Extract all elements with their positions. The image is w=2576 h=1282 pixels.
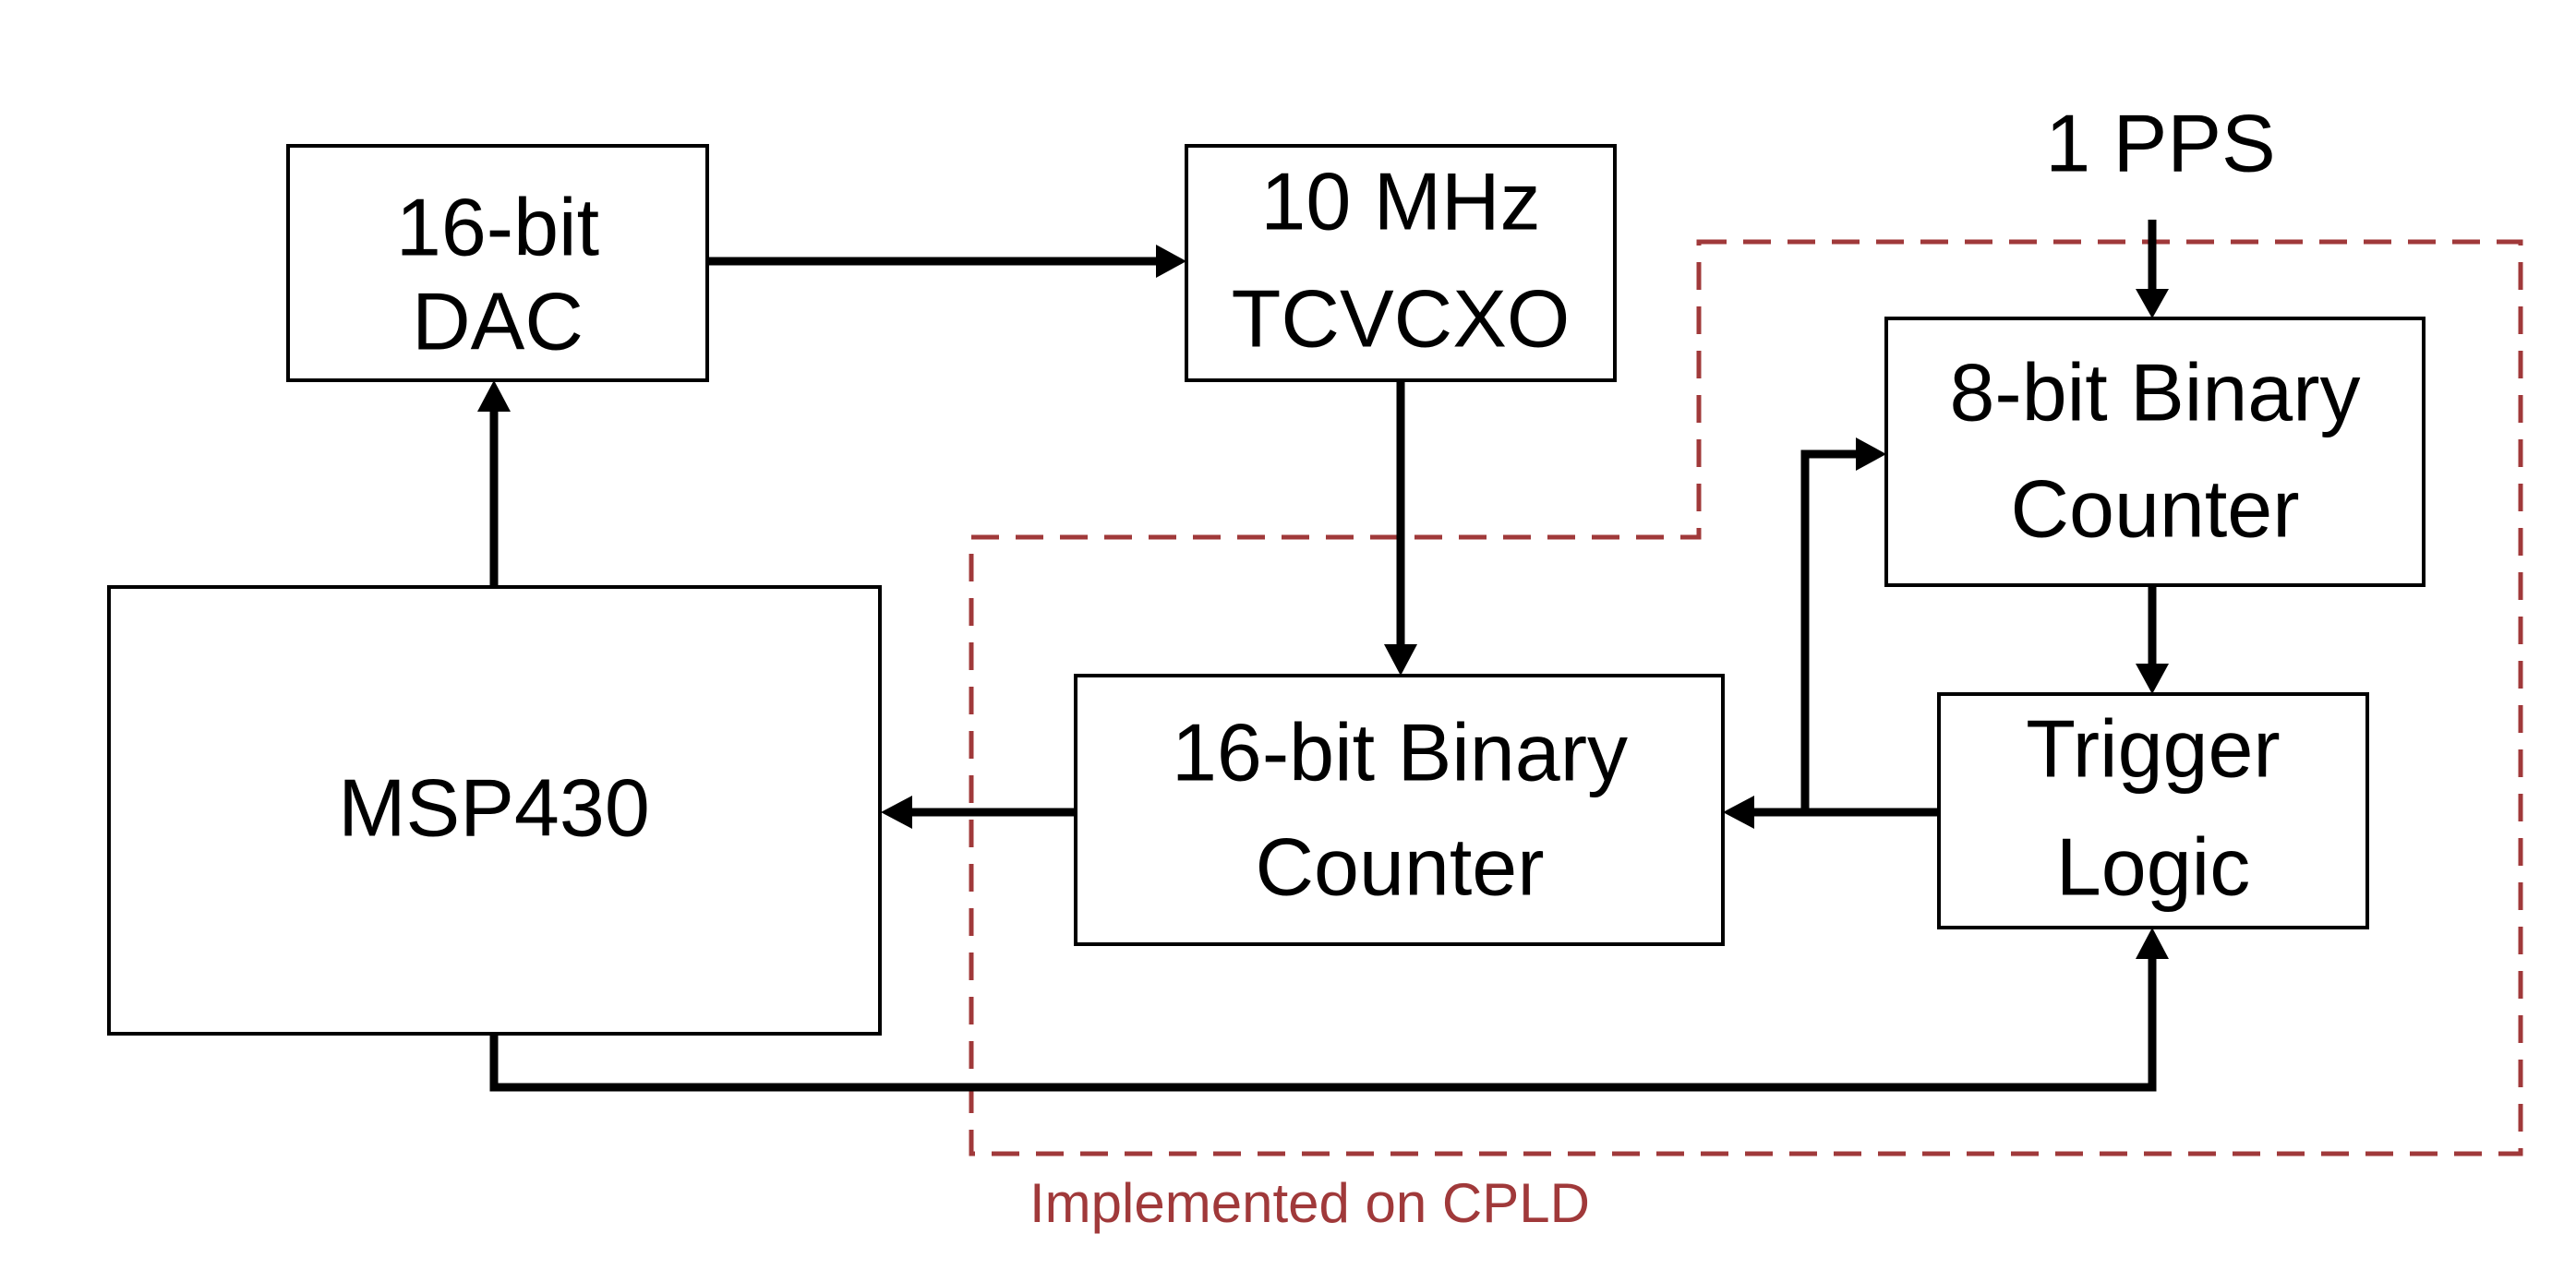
tcvcxo-label-line2: TCVCXO: [1232, 272, 1571, 364]
counter8-label-line1: 8-bit Binary: [1949, 346, 2360, 437]
arrowhead-trigger-top: [2136, 664, 2169, 694]
arrowhead-counter16-top: [1384, 644, 1417, 676]
tcvcxo-block: 10 MHz TCVCXO: [1185, 144, 1617, 382]
trigger-box: [1937, 692, 2369, 929]
tcvcxo-label-line1: 10 MHz: [1260, 155, 1540, 246]
counter8-box: [1884, 317, 2426, 587]
trigger-label-line2: Logic: [2056, 821, 2250, 912]
counter8-block: 8-bit Binary Counter: [1884, 317, 2426, 587]
dac-label-line1: 16-bit: [396, 181, 599, 272]
trigger-label-line1: Trigger: [2026, 702, 2280, 794]
dac-block: 16-bit DAC: [286, 144, 709, 382]
dac-box: [286, 144, 709, 382]
pps-input-label: 1 PPS: [2045, 97, 2275, 188]
counter16-label-line1: 16-bit Binary: [1172, 706, 1628, 797]
msp430-label: MSP430: [338, 761, 650, 853]
arrowhead-counter16-right: [1723, 796, 1754, 829]
counter8-label-line2: Counter: [2010, 462, 2299, 554]
trigger-block: Trigger Logic: [1937, 692, 2369, 929]
arrowhead-tcvcxo: [1156, 245, 1186, 278]
cpld-boundary: [969, 239, 2523, 1156]
arrowhead-dac-bottom: [477, 380, 511, 412]
msp430-block: MSP430: [107, 585, 882, 1036]
counter16-label-line2: Counter: [1255, 821, 1544, 912]
counter16-box: [1074, 674, 1725, 946]
arrowhead-trigger-bottom: [2136, 928, 2169, 959]
arrowhead-counter8-left: [1856, 437, 1886, 471]
counter16-block: 16-bit Binary Counter: [1074, 674, 1725, 946]
cpld-caption: Implemented on CPLD: [1029, 1172, 1590, 1234]
tcvcxo-box: [1185, 144, 1617, 382]
wire-msp430-to-trigger: [489, 956, 2157, 1092]
arrowhead-counter8-top: [2136, 289, 2169, 318]
msp430-box: [107, 585, 882, 1036]
dac-label-line2: DAC: [412, 275, 584, 366]
connections: [477, 220, 2169, 1092]
arrowhead-msp430-right: [881, 796, 912, 829]
wire-trigger-to-counter8: [1800, 449, 1858, 812]
